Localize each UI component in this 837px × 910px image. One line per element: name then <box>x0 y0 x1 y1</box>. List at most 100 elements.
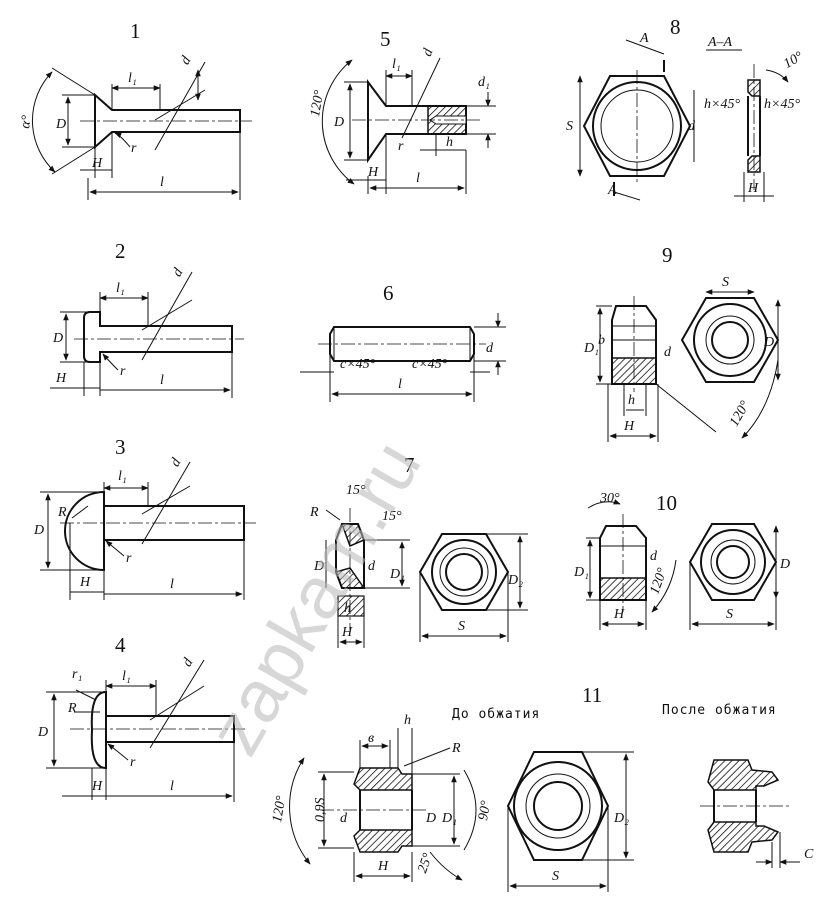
label-15b-7: 15° <box>382 509 402 524</box>
label-D2-7: D₂ <box>507 573 523 588</box>
label-l1: l₁ <box>128 71 137 86</box>
figure-11-crimp-nut: 11 До обжатия После обжатия в h R 0,9S d… <box>270 683 814 892</box>
label-D2-11: D₂ <box>613 811 629 826</box>
caption-before-crimp: До обжатия <box>452 707 540 722</box>
label-r: r <box>131 141 137 156</box>
label-R-4: R <box>67 701 77 716</box>
label-d-3: d <box>168 455 185 469</box>
label-l1-5: l₁ <box>392 57 401 72</box>
label-chamfer-right: c×45° <box>412 357 448 372</box>
label-D-2: D <box>52 331 63 346</box>
label-R-3: R <box>57 505 67 520</box>
label-R-11: R <box>451 741 461 756</box>
label-d-4: d <box>180 655 197 669</box>
label-H-2: H <box>55 371 67 386</box>
label-l-5: l <box>416 171 420 186</box>
caption-after-crimp: После обжатия <box>662 703 777 718</box>
label-S-10: S <box>726 607 733 622</box>
figure-number-8: 8 <box>670 15 681 39</box>
label-alpha: α° <box>18 114 35 130</box>
label-h-7: h <box>344 601 351 616</box>
label-H-10: H <box>613 607 625 622</box>
figure-8-washer: 8 A A S d A–A h×45° h×45° 10° H <box>566 15 806 202</box>
label-v-11: в <box>368 731 374 746</box>
label-S-7: S <box>458 619 465 634</box>
label-l-2: l <box>160 373 164 388</box>
label-D-4: D <box>37 725 48 740</box>
label-D1-11: D₁ <box>441 811 457 826</box>
label-R-7: R <box>309 505 319 520</box>
label-D-11: D <box>425 811 436 826</box>
label-l-3: l <box>170 577 174 592</box>
label-d-6: d <box>486 341 494 356</box>
label-25-11: 25° <box>415 851 436 875</box>
label-d: d <box>178 53 195 67</box>
label-l1-4: l₁ <box>122 669 131 684</box>
label-l: l <box>160 175 164 190</box>
label-D: D <box>55 117 66 132</box>
figure-number-10: 10 <box>656 491 677 515</box>
label-H-7: H <box>341 625 353 640</box>
label-section-AA: A–A <box>707 35 733 50</box>
figure-number-7: 7 <box>404 453 415 477</box>
label-r-3: r <box>126 551 132 566</box>
label-hx45-right: h×45° <box>764 97 800 112</box>
label-S-8: S <box>566 119 573 134</box>
label-A-top: A <box>639 31 649 46</box>
label-l-4: l <box>170 779 174 794</box>
figure-3-round-head-rivet: 3 D R l₁ d r H l <box>33 435 256 600</box>
label-D-5: D <box>333 115 344 130</box>
label-S-11: S <box>552 869 559 884</box>
label-d-9: d <box>664 345 672 360</box>
label-15a-7: 15° <box>346 483 366 498</box>
label-C-11: C <box>804 847 814 862</box>
label-H-8: H <box>747 181 759 196</box>
label-A-bottom: A <box>607 183 617 198</box>
label-h-11: h <box>404 713 411 728</box>
label-120-5: 120° <box>308 89 327 118</box>
label-D-7: D <box>313 559 324 574</box>
label-120-11: 120° <box>270 794 289 823</box>
label-r-5: r <box>398 139 404 154</box>
label-H-5: H <box>367 165 379 180</box>
label-D1-7: D₁ <box>389 567 405 582</box>
figure-10-locking-nut: 10 30° D₁ d H 120° D S <box>573 491 790 630</box>
label-hx45-left: h×45° <box>704 97 740 112</box>
label-d-10: d <box>650 549 658 564</box>
label-l1-3: l₁ <box>118 469 127 484</box>
label-chamfer-left: c×45° <box>340 357 376 372</box>
figure-number-6: 6 <box>383 281 394 305</box>
figure-4-semi-round-rivet: 4 D r₁ R l₁ d r H l <box>37 633 246 802</box>
figure-number-4: 4 <box>115 633 126 657</box>
figure-number-5: 5 <box>380 27 391 51</box>
label-H-4: H <box>91 779 103 794</box>
label-b-9: b <box>598 333 605 348</box>
figure-number-1: 1 <box>130 19 141 43</box>
label-09S-11: 0,9S <box>313 798 328 823</box>
label-D1-10: D₁ <box>573 565 589 580</box>
figure-1-countersunk-rivet: 1 D α° l₁ d r H l <box>18 19 252 200</box>
label-D1-9: D₁ <box>583 341 599 356</box>
label-d-11: d <box>340 811 348 826</box>
label-d-2: d <box>170 265 187 279</box>
label-r-4: r <box>130 755 136 770</box>
label-l-6: l <box>398 377 402 392</box>
label-S-9: S <box>722 275 729 290</box>
label-30-10: 30° <box>599 491 620 506</box>
figure-6-pin: 6 d c×45° c×45° l <box>300 281 506 402</box>
watermark-text: zapkam.ru <box>192 427 437 768</box>
label-d-5: d <box>420 46 437 59</box>
figure-2-flat-head-rivet: 2 D l₁ d r H l <box>50 239 244 398</box>
label-H-3: H <box>79 575 91 590</box>
label-d1-5: d₁ <box>478 75 490 90</box>
label-D-3: D <box>33 523 44 538</box>
figure-number-3: 3 <box>115 435 126 459</box>
figure-number-2: 2 <box>115 239 126 263</box>
label-H: H <box>91 156 103 171</box>
label-l1-2: l₁ <box>116 281 125 296</box>
label-D-9: D <box>763 335 774 350</box>
label-120-9: 120° <box>727 398 753 429</box>
label-120-10: 120° <box>647 566 670 597</box>
label-h-9: h <box>628 393 635 408</box>
